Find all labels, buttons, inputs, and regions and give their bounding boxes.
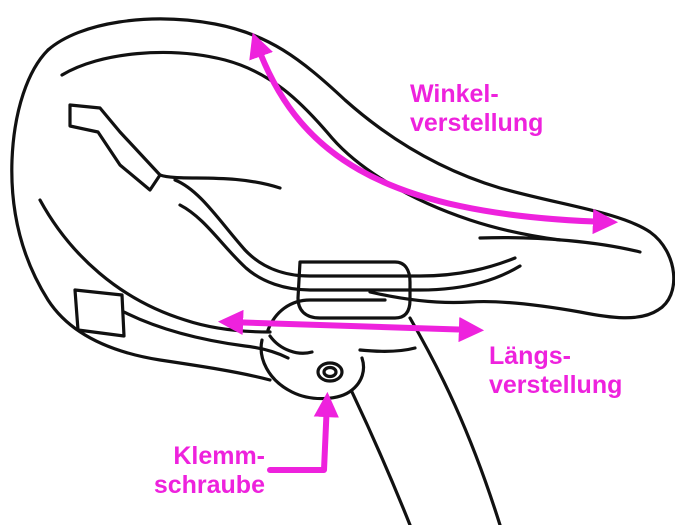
saddle-rail-rear (75, 290, 124, 336)
saddle-rail-bend (124, 312, 288, 358)
seat-post-left (352, 392, 410, 525)
saddle-underside-upper (70, 105, 160, 190)
tilt-adjust-label: Winkel- verstellung (410, 80, 543, 138)
clamp-bolt-socket (324, 368, 336, 377)
tilt-adjust-label-line1: Winkel- (410, 80, 543, 109)
clamp-bolt-label-line1: Klemm- (154, 442, 265, 471)
fore-aft-adjust-label-line2: verstellung (489, 371, 622, 400)
fore-aft-adjust-label: Längs- verstellung (489, 342, 622, 400)
clamp-bolt-pointer (270, 402, 327, 470)
seat-post-right (410, 318, 500, 525)
seat-clamp-edge (270, 336, 312, 353)
tilt-adjust-label-line2: verstellung (410, 109, 543, 138)
seat-post-flange (360, 348, 415, 351)
fore-aft-adjust-arrow (228, 322, 474, 330)
fore-aft-adjust-label-line1: Längs- (489, 342, 622, 371)
saddle-drawing (12, 19, 674, 525)
saddle-rear-pocket (40, 200, 270, 332)
clamp-bolt-label: Klemm- schraube (154, 442, 265, 500)
clamp-bolt-head (318, 363, 342, 381)
clamp-bolt-label-line2: schraube (154, 471, 265, 500)
seat-clamp-body (261, 340, 363, 399)
